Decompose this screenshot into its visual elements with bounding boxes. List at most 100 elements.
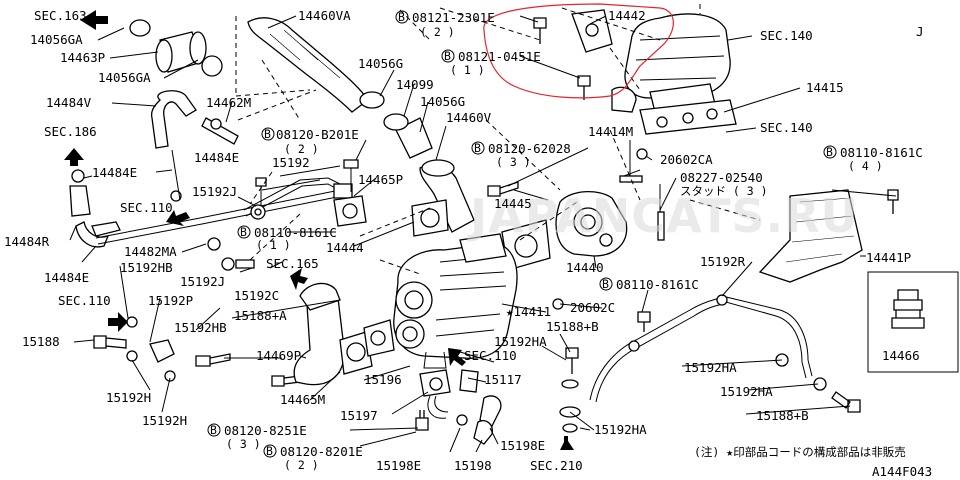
part-14415-label: 14415: [806, 80, 844, 95]
bolt-marker: B: [398, 10, 405, 24]
bolt-marker: B: [602, 277, 609, 291]
sec-186-label: SEC.186: [44, 124, 97, 139]
part-15192HA-label: 15192HA: [494, 334, 547, 349]
part-14411-label: ★14411: [506, 304, 551, 319]
qty-label: ( 2 ): [420, 25, 455, 39]
stud-note-label: スタッド ( 3 ): [680, 184, 768, 198]
part-15188B-label: 15188+B: [546, 319, 599, 334]
watermark: JAPANCATS.RU: [467, 189, 859, 243]
part-15197-label: 15197: [340, 408, 378, 423]
bolt-marker: B: [474, 141, 481, 155]
part-15196-label: 15196: [364, 372, 402, 387]
part-14484V-label: 14484V: [46, 95, 92, 110]
pipe-14482MA: [95, 149, 343, 251]
bolt-marker: B: [826, 145, 833, 159]
part-14056G-label: 14056G: [358, 56, 403, 71]
part-15192P-label: 15192P: [148, 293, 193, 308]
bolt-08120-B201E-label: 08120-B201E: [276, 127, 359, 142]
bolts: [93, 17, 899, 431]
dashed-lines: [235, 4, 761, 275]
manifold-14442: [571, 9, 731, 117]
part-15192HB-label: 15192HB: [120, 260, 173, 275]
part-15192H-label: 15192H: [142, 413, 187, 428]
part-15192HA-label: 15192HA: [594, 422, 647, 437]
corner-mark: J: [916, 24, 924, 39]
part-15192HB-label: 15192HB: [174, 320, 227, 335]
part-14442-label: 14442: [608, 8, 646, 23]
gasket-14465P: [333, 195, 551, 271]
bolt-marker: B: [444, 49, 451, 63]
sec-210-label: SEC.210: [530, 458, 583, 473]
bolt-marker: B: [266, 444, 273, 458]
bolt-marker-icon: [237, 225, 251, 239]
sec-110-label: SEC.110: [464, 348, 517, 363]
part-14484E-label: 14484E: [92, 165, 137, 180]
hose-14463P: [129, 19, 223, 77]
part-14056GA-label: 14056GA: [30, 32, 83, 47]
arrow-icon: [108, 312, 128, 332]
part-14099-label: 14099: [396, 77, 434, 92]
sec-163-label: SEC.163: [34, 8, 87, 23]
inset-14466: [867, 271, 959, 373]
fitting-15192HA: [559, 379, 581, 433]
part-15198-label: 15198: [454, 458, 492, 473]
bolt-marker-icon: [599, 277, 613, 291]
part-15192R-label: 15192R: [700, 254, 746, 269]
direction-arrows: [64, 10, 648, 450]
sec-140-label: SEC.140: [760, 120, 813, 135]
arrow-icon: [80, 10, 108, 30]
sec-110-label: SEC.110: [58, 293, 111, 308]
part-14056G-label: 14056G: [420, 94, 465, 109]
hose-14484V: [150, 90, 239, 149]
outlet-14440: [555, 191, 628, 257]
part-14440-label: 14440: [566, 260, 604, 275]
arrow-icon: [166, 210, 190, 226]
hose-14484R: [69, 169, 121, 248]
part-15198E-label: 15198E: [376, 458, 421, 473]
pipe-14469P: [293, 282, 395, 386]
sec-140-label: SEC.140: [760, 28, 813, 43]
part-15188A-label: 15188+A: [234, 308, 287, 323]
bolt-08120-8201E-label: 08120-8201E: [280, 444, 363, 459]
bolt-marker: B: [264, 127, 271, 141]
part-15188B-label: 15188+B: [756, 408, 809, 423]
qty-label: ( 3 ): [496, 155, 531, 169]
gasket-14415: [639, 99, 737, 135]
bolt-marker-icon: [471, 141, 485, 155]
bolt-marker: B: [240, 225, 247, 239]
qty-label: ( 2 ): [284, 458, 319, 472]
part-14444-label: 14444: [326, 240, 364, 255]
bolt-marker-icon: [261, 127, 275, 141]
bolt-08110-8161C-label: 08110-8161C: [254, 225, 337, 240]
leader-lines: [69, 15, 897, 453]
footnote: (注) ★印部品コードの構成部品は非販売: [694, 445, 906, 459]
part-14441P-label: 14441P: [866, 250, 911, 265]
part-14466-label: 14466: [882, 348, 920, 363]
highlight-outline: [483, 3, 674, 99]
part-14469P-label: 14469P: [256, 348, 301, 363]
oil-pipe-15196: [419, 369, 502, 445]
bolt-08120-8251E-label: 08120-8251E: [224, 423, 307, 438]
bolt-marker-icon: [823, 145, 837, 159]
part-14465M-label: 14465M: [280, 392, 325, 407]
bolt-08110-8161C-label: 08110-8161C: [616, 277, 699, 292]
part-14462M-label: 14462M: [206, 95, 251, 110]
arrow-icon: [560, 436, 574, 450]
arrow-icon: [290, 268, 308, 290]
sec-165-label: SEC.165: [266, 256, 319, 271]
qty-label: ( 2 ): [284, 142, 319, 156]
part-15192C-label: 15192C: [234, 288, 279, 303]
part-14460V-label: 14460V: [446, 110, 492, 125]
part-14484E-label: 14484E: [194, 150, 239, 165]
part-14414M-label: 14414M: [588, 124, 633, 139]
part-15198E-label: 15198E: [500, 438, 545, 453]
diagram-code: A144F043: [872, 464, 932, 479]
heat-shield-14441P: [758, 189, 863, 283]
bolt-marker-icon: [395, 10, 409, 24]
bolt-08110-8161C-label: 08110-8161C: [840, 145, 923, 160]
part-14463P-label: 14463P: [60, 50, 105, 65]
bolt-marker-icon: [441, 49, 455, 63]
arrow-icon: [448, 348, 466, 366]
part-15192HA-label: 15192HA: [720, 384, 773, 399]
